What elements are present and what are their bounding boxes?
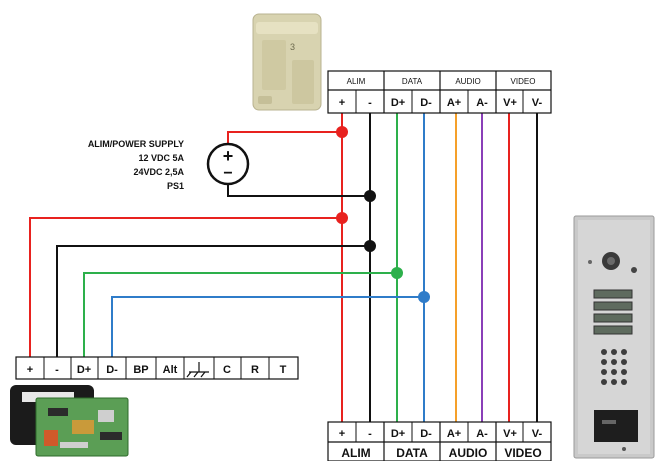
bottom-terminal: D+ — [391, 428, 405, 440]
bottom-group-data: DATA — [396, 446, 428, 460]
psu-label-line-1: ALIM/POWER SUPPLY — [88, 139, 184, 149]
ground-symbol-icon — [186, 362, 209, 378]
top-terminal-block: ALIM DATA AUDIO VIDEO + - D+ D- A+ A- V+… — [327, 70, 552, 114]
left-terminal: BP — [133, 364, 148, 376]
psu-minus-symbol: − — [223, 165, 232, 182]
left-terminal: - — [55, 364, 59, 376]
bottom-terminal-block: + - D+ D- A+ A- V+ V- ALIM DATA AUDIO VI… — [327, 421, 552, 461]
top-terminal: D+ — [391, 97, 405, 109]
svg-text:3: 3 — [290, 42, 295, 52]
bottom-group-audio: AUDIO — [449, 446, 488, 460]
top-terminal: + — [339, 97, 345, 109]
bottom-group-video: VIDEO — [504, 446, 541, 460]
left-terminal: Alt — [163, 364, 178, 376]
top-terminal: A- — [476, 97, 488, 109]
left-terminal: + — [27, 364, 33, 376]
top-terminal: A+ — [447, 97, 461, 109]
bottom-terminal: + — [339, 428, 345, 440]
bottom-terminal: D- — [420, 428, 432, 440]
psu-label-line-2: 12 VDC 5A — [138, 153, 184, 163]
left-terminal: C — [223, 364, 231, 376]
top-terminal: D- — [420, 97, 432, 109]
left-terminal: R — [251, 364, 259, 376]
door-station-image — [573, 215, 655, 459]
left-terminal-block: + - D+ D- BP Alt C R T — [15, 356, 299, 380]
top-terminal: V- — [532, 97, 543, 109]
junction-dots — [336, 126, 430, 303]
bottom-terminal: A- — [476, 428, 488, 440]
bottom-terminal: - — [368, 428, 372, 440]
top-terminal: - — [368, 97, 372, 109]
relay-module-image: 3 — [252, 13, 322, 111]
control-board-image — [10, 385, 129, 457]
bottom-group-alim: ALIM — [341, 446, 370, 460]
top-group-alim: ALIM — [347, 77, 366, 86]
left-terminal: D+ — [77, 364, 91, 376]
power-supply: + − ALIM/POWER SUPPLY 12 VDC 5A 24VDC 2,… — [88, 139, 250, 191]
top-group-video: VIDEO — [511, 77, 536, 86]
wiring — [29, 113, 538, 427]
top-terminal: V+ — [503, 97, 517, 109]
top-group-data: DATA — [402, 77, 423, 86]
left-terminal: D- — [106, 364, 118, 376]
bottom-terminal: V- — [532, 428, 543, 440]
left-terminal: T — [280, 364, 287, 376]
bottom-terminal: A+ — [447, 428, 461, 440]
psu-label-line-4: PS1 — [167, 181, 184, 191]
psu-label-line-3: 24VDC 2,5A — [133, 167, 184, 177]
psu-plus-symbol: + — [223, 146, 234, 166]
bottom-terminal: V+ — [503, 428, 517, 440]
top-group-audio: AUDIO — [455, 77, 480, 86]
